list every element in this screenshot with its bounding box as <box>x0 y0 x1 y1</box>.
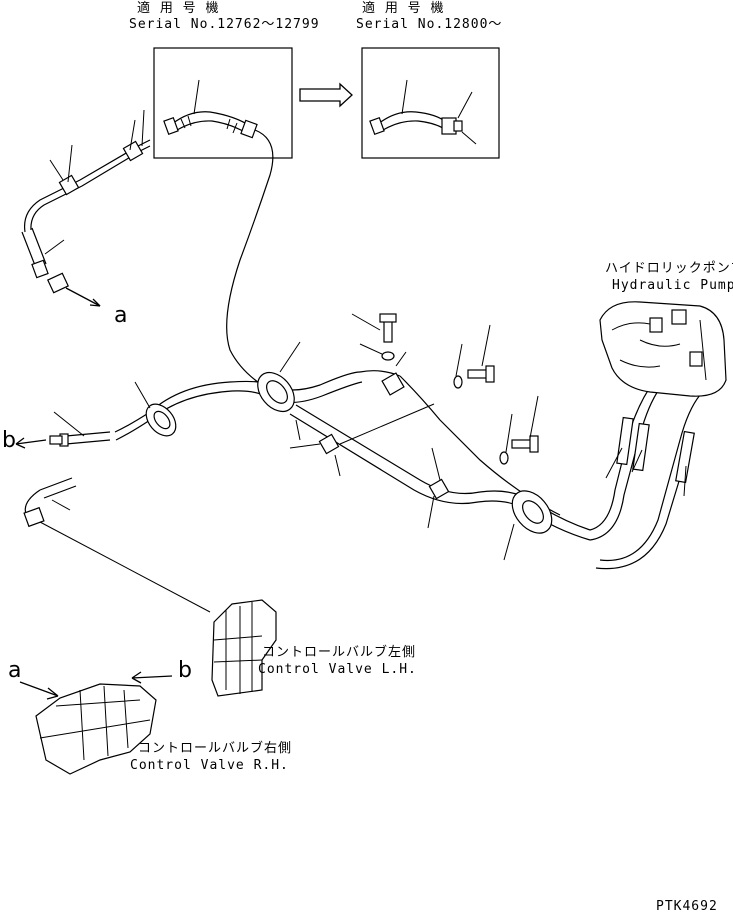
hose-to-a <box>21 109 274 386</box>
header-left-applicable: 適 用 号 機 <box>137 1 220 16</box>
detail-arrow <box>299 82 353 108</box>
bolts-washers <box>351 313 539 465</box>
marker-a-top: a <box>114 303 128 328</box>
hydraulic-pump <box>599 301 727 497</box>
pump-label-jp: ハイドロリックポンプ <box>605 261 733 276</box>
valve-rh-label-en: Control Valve R.H. <box>130 758 289 773</box>
valve-rh-label-jp: コントロールバルブ右側 <box>138 741 293 756</box>
detail-box-left <box>153 47 293 159</box>
marker-a-bottom: a <box>8 658 22 683</box>
pump-label-en: Hydraulic Pump <box>612 278 733 293</box>
valve-lh-label-jp: コントロールバルブ左側 <box>262 645 417 660</box>
header-left-serial: Serial No.12762〜12799 <box>129 17 320 32</box>
marker-b-bottom: b <box>178 658 192 683</box>
control-valve-lh <box>211 599 277 697</box>
drawing-code: PTK4692 <box>656 899 718 914</box>
valve-lh-label-en: Control Valve L.H. <box>258 662 417 677</box>
control-valve-rh <box>19 671 173 775</box>
detail-box-right <box>361 47 500 159</box>
header-right-serial: Serial No.12800〜 <box>356 17 503 32</box>
main-pipe-assembly <box>114 341 701 570</box>
hose-to-b <box>15 411 211 613</box>
header-right-applicable: 適 用 号 機 <box>362 1 445 16</box>
marker-b-left: b <box>2 428 16 453</box>
